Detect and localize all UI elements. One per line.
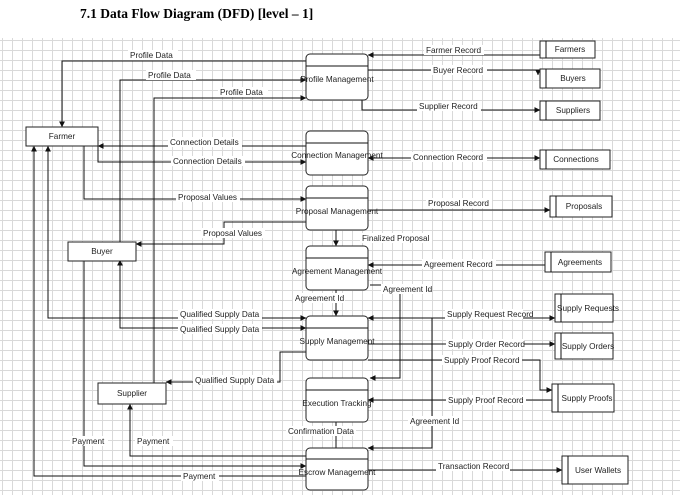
- store-label: Supply Orders: [562, 342, 614, 351]
- flow-label-supply-proof-record: Supply Proof Record: [448, 396, 524, 405]
- flow-line: [368, 69, 541, 76]
- flow-label-farmer-record: Farmer Record: [426, 46, 481, 55]
- flow-line: [59, 60, 306, 128]
- flow-label-confirmation-data: Confirmation Data: [288, 427, 354, 436]
- entity-supplier[interactable]: Supplier: [97, 382, 167, 405]
- store-label: Supply Requests: [557, 304, 619, 313]
- process-supply-management[interactable]: Supply Management: [299, 315, 375, 361]
- process-label: Profile Management: [300, 75, 374, 84]
- process-label: Supply Management: [299, 337, 375, 346]
- store-label: Supply Proofs: [562, 394, 613, 403]
- process-agreement-management[interactable]: Agreement Management: [292, 245, 383, 291]
- entity-farmer[interactable]: Farmer: [25, 126, 99, 147]
- process-label: Agreement Management: [292, 267, 383, 276]
- flow-label-profile-data: Profile Data: [220, 88, 263, 97]
- store-proposals[interactable]: Proposals: [549, 195, 613, 218]
- store-label: Connections: [553, 155, 599, 164]
- flow-label-agreement-id: Agreement Id: [410, 417, 460, 426]
- flow-label-payment: Payment: [137, 437, 170, 446]
- flow-line: [127, 403, 306, 457]
- process-proposal-management[interactable]: Proposal Management: [296, 185, 379, 231]
- store-farmers[interactable]: Farmers: [539, 40, 596, 59]
- flow-label-finalized-proposal: Finalized Proposal: [362, 234, 430, 243]
- flow-label-qualified-supply-data: Qualified Supply Data: [180, 310, 260, 319]
- flow-label-connection-record: Connection Record: [413, 153, 484, 162]
- flow-label-agreement-id: Agreement Id: [295, 294, 345, 303]
- store-label: Farmers: [555, 45, 585, 54]
- flow-line: [31, 145, 306, 477]
- flow-label-supply-order-record: Supply Order Record: [448, 340, 525, 349]
- entity-label: Supplier: [117, 389, 147, 398]
- process-escrow-management[interactable]: Escrow Management: [299, 447, 377, 491]
- flow-label-qualified-supply-data: Qualified Supply Data: [180, 325, 260, 334]
- process-label: Proposal Management: [296, 207, 379, 216]
- process-label: Escrow Management: [299, 468, 377, 477]
- flow-label-payment: Payment: [183, 472, 216, 481]
- flow-label-profile-data: Profile Data: [130, 51, 173, 60]
- flow-labels: Profile Data Profile Data Profile Data F…: [70, 45, 534, 481]
- flow-label-connection-details: Connection Details: [170, 138, 239, 147]
- flow-label-profile-data: Profile Data: [148, 71, 191, 80]
- flow-label-buyer-record: Buyer Record: [433, 66, 484, 75]
- store-buyers[interactable]: Buyers: [539, 68, 601, 89]
- entity-label: Buyer: [91, 247, 113, 256]
- store-label: Buyers: [560, 74, 585, 83]
- store-suppliers[interactable]: Suppliers: [539, 100, 601, 121]
- store-agreements[interactable]: Agreements: [544, 251, 612, 273]
- store-label: Proposals: [566, 202, 602, 211]
- store-user-wallets[interactable]: User Wallets: [561, 455, 629, 485]
- flow-line: [45, 145, 307, 321]
- process-profile-management[interactable]: Profile Management: [300, 53, 374, 101]
- entity-buyer[interactable]: Buyer: [67, 241, 137, 262]
- flow-line: [367, 318, 433, 451]
- process-label: Execution Tracking: [302, 399, 372, 408]
- flow-label-supply-request-record: Supply Request Record: [447, 310, 534, 319]
- page-title: 7.1 Data Flow Diagram (DFD) [level – 1]: [80, 6, 314, 21]
- flow-label-agreement-id: Agreement Id: [383, 285, 433, 294]
- store-supply-proofs[interactable]: Supply Proofs: [551, 383, 615, 413]
- flow-label-supply-proof-record: Supply Proof Record: [444, 356, 520, 365]
- store-label: Agreements: [558, 258, 602, 267]
- store-supply-orders[interactable]: Supply Orders: [554, 332, 614, 360]
- flow-line: [369, 284, 401, 381]
- flow-label-transaction-record: Transaction Record: [438, 462, 510, 471]
- process-execution-tracking[interactable]: Execution Tracking: [302, 377, 372, 423]
- process-label: Connection Management: [291, 151, 383, 160]
- entity-label: Farmer: [49, 132, 76, 141]
- process-connection-management[interactable]: Connection Management: [291, 130, 383, 176]
- flow-line: [83, 260, 307, 469]
- store-label: User Wallets: [575, 466, 621, 475]
- flow-label-agreement-record: Agreement Record: [424, 260, 493, 269]
- flow-label-proposal-values: Proposal Values: [178, 193, 237, 202]
- flow-label-payment: Payment: [72, 437, 105, 446]
- flow-label-supplier-record: Supplier Record: [419, 102, 478, 111]
- store-label: Suppliers: [556, 106, 590, 115]
- flow-label-proposal-record: Proposal Record: [428, 199, 489, 208]
- store-connections[interactable]: Connections: [539, 149, 611, 170]
- flow-label-qualified-supply-data: Qualified Supply Data: [195, 376, 275, 385]
- flow-line: [83, 146, 307, 202]
- flow-label-proposal-values: Proposal Values: [203, 229, 262, 238]
- store-supply-requests[interactable]: Supply Requests: [554, 293, 619, 323]
- flow-label-connection-details: Connection Details: [173, 157, 242, 166]
